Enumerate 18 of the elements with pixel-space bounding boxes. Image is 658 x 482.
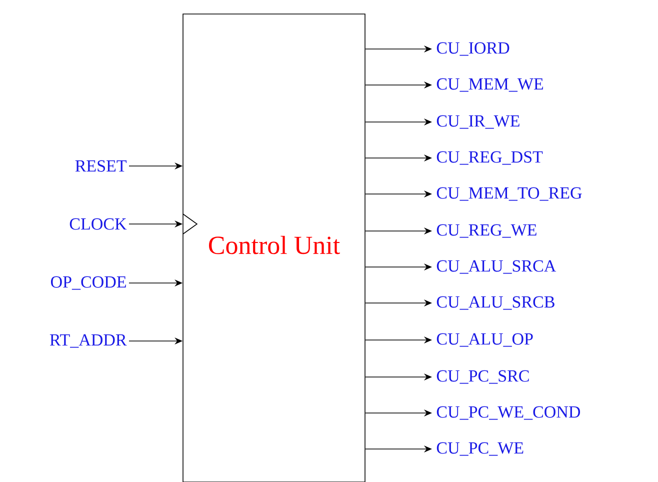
input-signal-label: OP_CODE: [50, 276, 126, 290]
output-signal-label: CU_PC_WE: [436, 442, 524, 456]
input-signal-label: RT_ADDR: [50, 334, 127, 348]
output-signal-label: CU_IORD: [436, 42, 510, 56]
control-unit-box: [182, 14, 366, 482]
output-signal-label: CU_REG_WE: [436, 224, 536, 238]
output-signal-label: CU_MEM_WE: [436, 78, 544, 92]
output-signal-label: CU_MEM_TO_REG: [436, 187, 582, 201]
input-signal-label: CLOCK: [70, 218, 127, 230]
output-signal-label: CU_PC_WE_COND: [436, 406, 580, 420]
output-signal-label: CU_ALU_OP: [436, 333, 533, 347]
output-signal-label: CU_ALU_SRCB: [436, 296, 554, 310]
output-signal-label: CU_REG_DST: [436, 151, 543, 165]
unit-label: Control Unit: [208, 236, 340, 254]
output-signal-label: CU_IR_WE: [436, 115, 520, 129]
output-signal-label: CU_ALU_SRCA: [436, 260, 556, 274]
output-signal-label: CU_PC_SRC: [436, 370, 529, 384]
input-signal-label: RESET: [75, 160, 127, 172]
